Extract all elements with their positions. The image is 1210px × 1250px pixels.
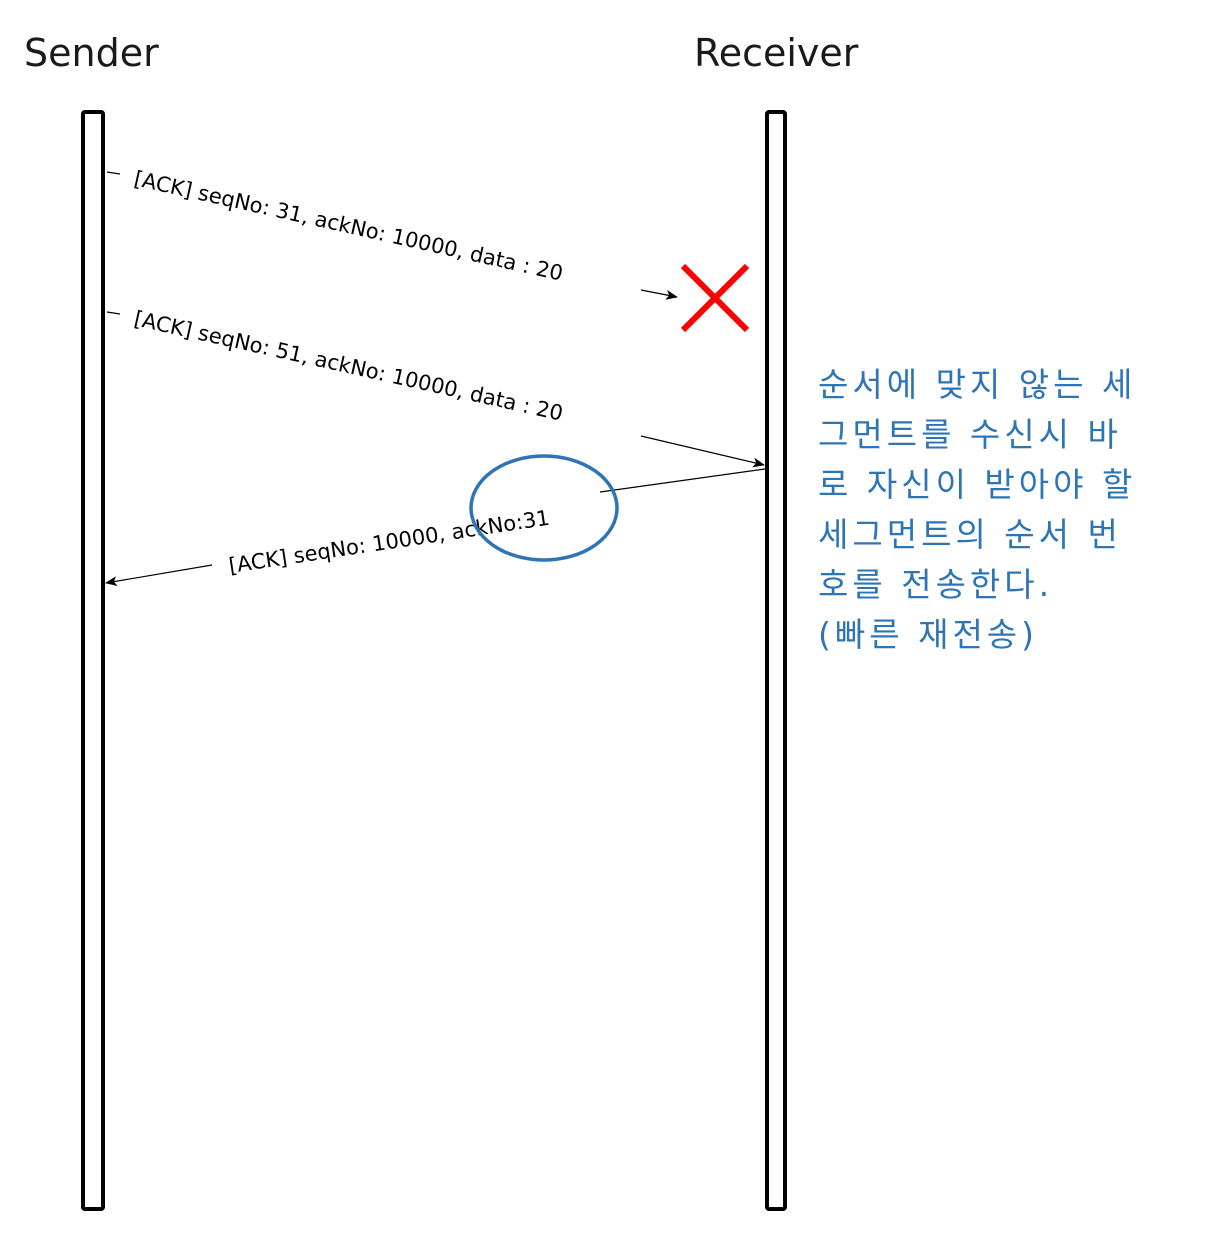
receiver-lifeline <box>765 110 787 1211</box>
message-2-out-of-order-segment: [ACK] seqNo: 51, ackNo: 10000, data : 20 <box>106 306 765 468</box>
note-line: 순서에 맞지 않는 세 <box>818 365 1137 404</box>
message-2-arrow <box>640 435 765 468</box>
message-1-lost-segment: [ACK] seqNo: 31, ackNo: 10000, data : 20 <box>106 166 678 300</box>
fast-retransmit-note: 순서에 맞지 않는 세 그먼트를 수신시 바 로 자신이 받아야 할 세그먼트의… <box>818 360 1203 660</box>
message-3-duplicate-ack: [ACK] seqNo: 10000, ackNo:31 <box>105 468 766 587</box>
note-line: (빠른 재전송) <box>818 615 1039 654</box>
message-2-line-start <box>106 311 121 315</box>
message-3-arrow <box>105 564 213 587</box>
note-line: 호를 전송한다. <box>818 565 1054 604</box>
message-2-label: [ACK] seqNo: 51, ackNo: 10000, data : 20 <box>132 306 565 425</box>
note-line: 세그먼트의 순서 번 <box>818 515 1122 554</box>
receiver-label: Receiver <box>694 31 859 75</box>
message-3-line-end <box>599 468 766 493</box>
sender-label: Sender <box>24 31 159 75</box>
message-1-line-start <box>106 171 121 175</box>
note-line: 그먼트를 수신시 바 <box>818 415 1122 454</box>
message-3-label: [ACK] seqNo: 10000, ackNo:31 <box>227 506 551 578</box>
sender-lifeline <box>81 110 105 1211</box>
message-1-label: [ACK] seqNo: 31, ackNo: 10000, data : 20 <box>132 166 565 285</box>
note-line: 로 자신이 받아야 할 <box>818 465 1137 504</box>
ackno-highlight-ellipse <box>469 454 619 562</box>
x-mark-icon <box>680 263 750 333</box>
message-1-arrow <box>640 289 678 300</box>
